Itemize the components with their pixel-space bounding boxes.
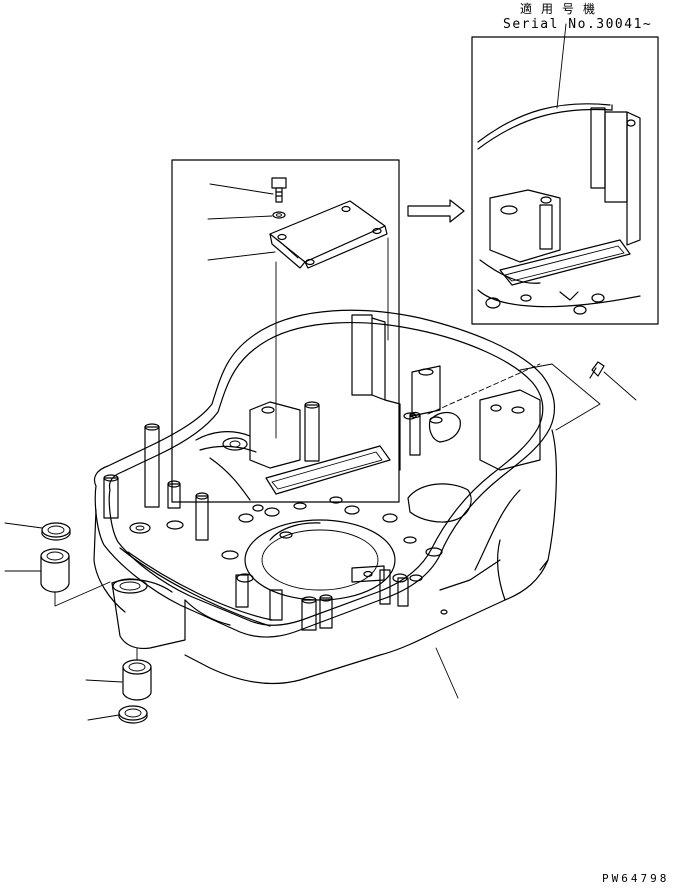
bushing-top (40, 548, 70, 593)
seal-ring-bottom (118, 705, 148, 724)
revolving-frame (93, 309, 557, 685)
clip-leader (603, 371, 637, 401)
hidden-line (427, 363, 541, 415)
detail-zoom-box (171, 159, 400, 503)
drawing-code: PW64798 (602, 872, 670, 885)
variant-arrow (407, 199, 465, 223)
cover-plate-leader (207, 251, 276, 261)
cover-plate-part (269, 200, 388, 269)
inset-plate (590, 107, 606, 189)
clip-callout-bracket (519, 363, 601, 431)
frame-leader (435, 647, 459, 699)
serial-variant-inset (471, 23, 659, 325)
inset-bolt-left (485, 297, 501, 309)
seal-ring-bottom-leader (87, 714, 120, 721)
bushing-bottom (122, 659, 152, 701)
washer-leader (207, 215, 273, 220)
applicable-machines-label: 適用号機 (520, 2, 605, 16)
clip-part (589, 361, 605, 379)
bushing-bottom-leader (85, 679, 123, 683)
bolt-part (271, 177, 287, 203)
seal-ring-top-leader (4, 522, 43, 529)
inset-frame (471, 36, 659, 325)
seal-ring-top (41, 522, 71, 541)
inset-leader (556, 23, 567, 109)
bolt-leader (209, 183, 274, 195)
inset-window (499, 239, 631, 286)
washer-part (272, 211, 286, 219)
bushing-top-projection (54, 581, 111, 607)
swing-circle (244, 519, 396, 601)
serial-number-label: Serial No.30041~ (503, 17, 653, 32)
